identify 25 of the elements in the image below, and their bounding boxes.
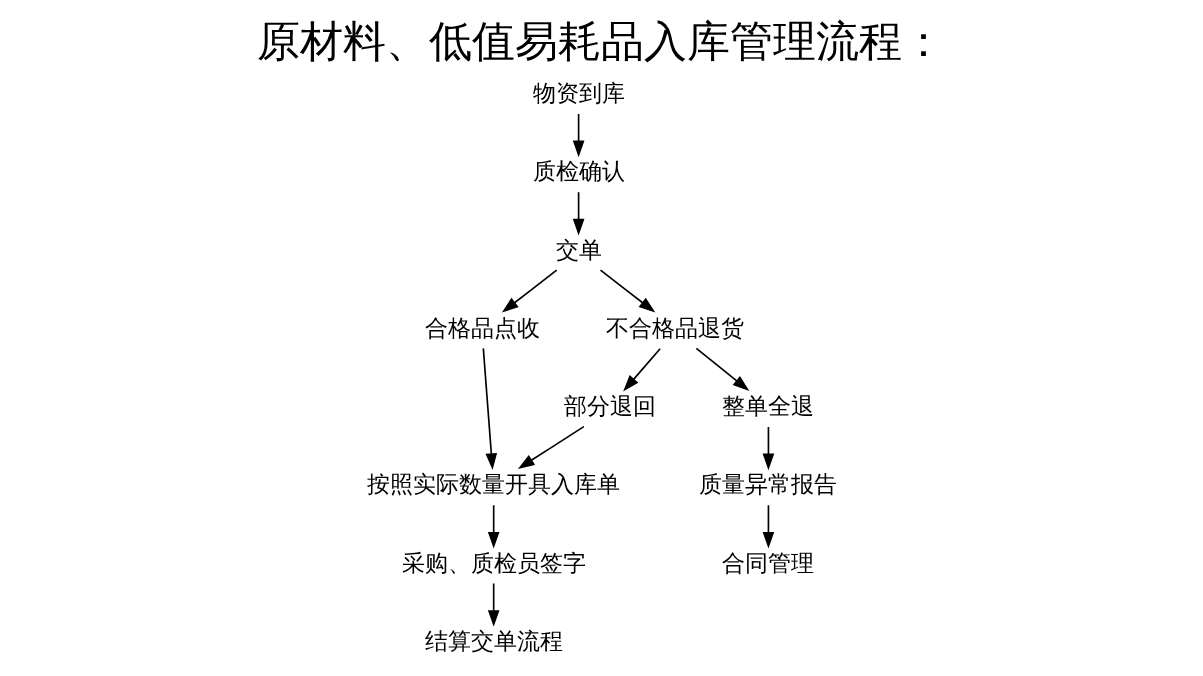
node-text: 不合格品退货 xyxy=(606,313,745,341)
node-text: 交单 xyxy=(555,235,602,263)
arrow xyxy=(572,113,585,158)
node-text: 合格品点收 xyxy=(424,313,540,341)
node-text: 采购、质检员签字 xyxy=(401,548,586,576)
node-text: 整单全退 xyxy=(722,392,815,420)
node-text: 部分退回 xyxy=(564,392,657,420)
node-text: 质量异常报告 xyxy=(699,470,838,498)
arrow xyxy=(762,426,775,471)
arrow xyxy=(517,425,585,469)
node-text: 物资到库 xyxy=(532,79,625,107)
node-text: 合同管理 xyxy=(722,548,815,576)
node-text: 按照实际数量开具入库单 xyxy=(367,470,621,498)
diagram-title: 原材料、低值易耗品入库管理流程： xyxy=(257,16,946,67)
arrow xyxy=(762,504,775,549)
arrow xyxy=(695,347,750,391)
arrow xyxy=(487,504,500,549)
arrow xyxy=(623,347,661,392)
arrow xyxy=(482,347,498,470)
arrow xyxy=(572,191,585,236)
arrow xyxy=(487,582,500,627)
arrow xyxy=(501,269,558,313)
node-text: 结算交单流程 xyxy=(424,626,563,654)
node-text: 质检确认 xyxy=(532,157,625,185)
arrow xyxy=(599,269,656,313)
